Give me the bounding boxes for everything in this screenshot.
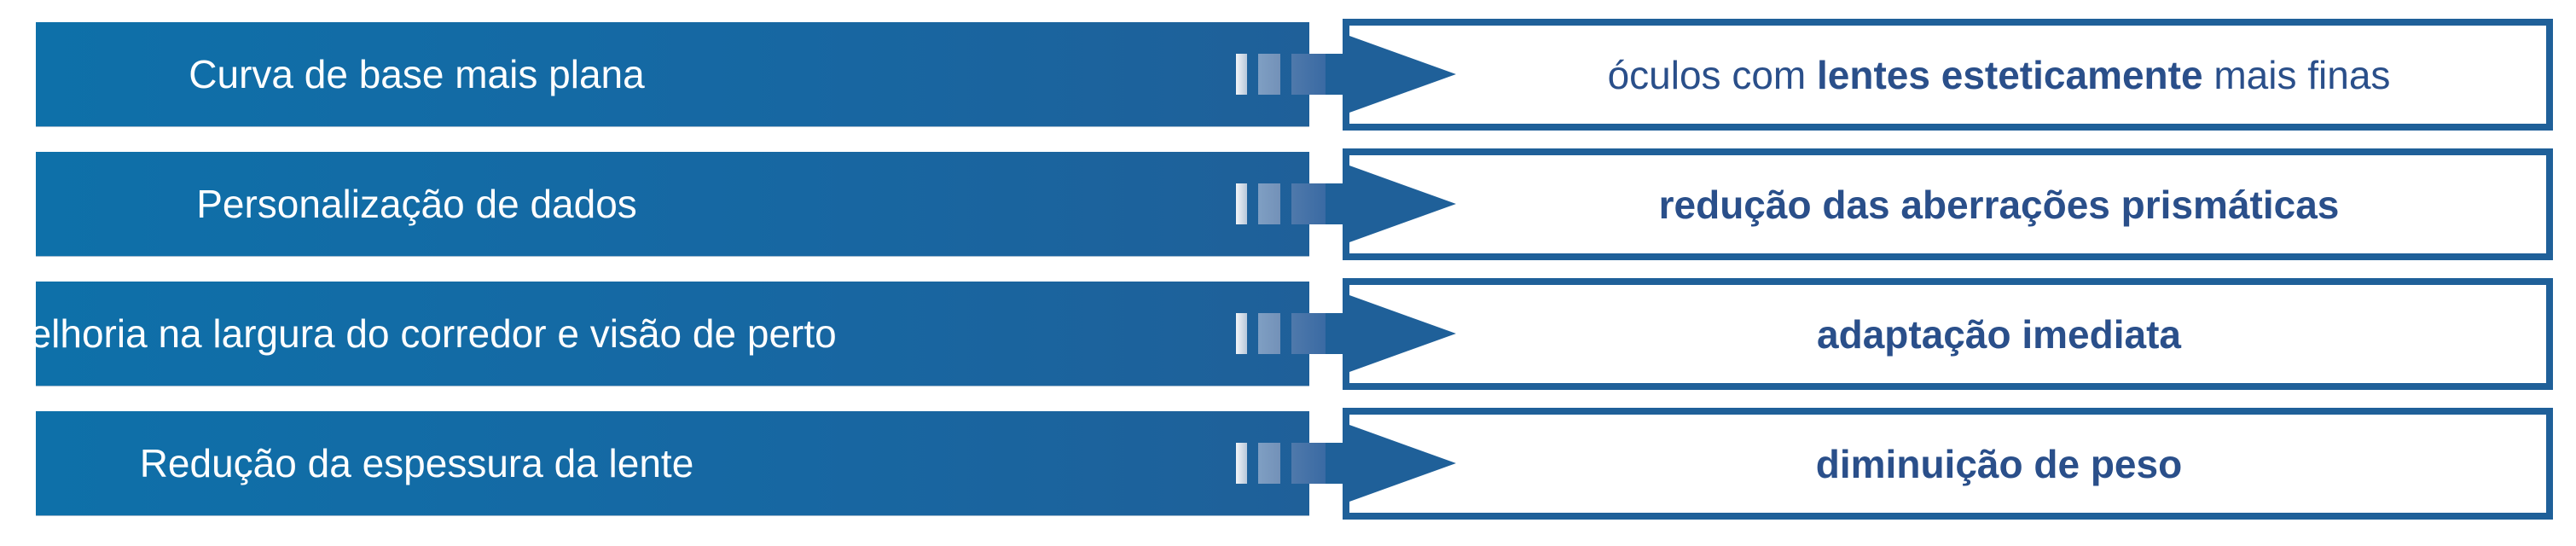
cause-effect-row: Redução da espessura da lente diminuição… [0, 408, 2576, 524]
effect-box: óculos com lentes esteticamente mais fin… [1343, 19, 2553, 131]
effect-label: redução das aberrações prismáticas [1659, 182, 2340, 228]
effect-bold-text: adaptação imediata [1817, 311, 2181, 357]
cause-effect-row: Personalização de dados redução das aber… [0, 148, 2576, 264]
arrow-dash [1258, 54, 1280, 95]
cause-box: Melhoria na largura do corredor e visão … [0, 282, 1309, 386]
arrow-head-icon [1349, 425, 1456, 502]
cause-label: Curva de base mais plana [189, 52, 645, 96]
arrow-dash [1258, 443, 1280, 484]
cause-label: Redução da espessura da lente [139, 441, 694, 485]
arrow-dash [1258, 313, 1280, 354]
effect-label: óculos com lentes esteticamente mais fin… [1608, 52, 2391, 98]
arrow-head-icon [1349, 166, 1456, 242]
arrow-dash [1236, 183, 1247, 224]
arrow-dash [1291, 54, 1326, 95]
arrow-dash [1291, 183, 1326, 224]
effect-box: diminuição de peso [1343, 408, 2553, 520]
effect-box: redução das aberrações prismáticas [1343, 148, 2553, 260]
arrow-dash [1258, 183, 1280, 224]
cause-effect-row: Melhoria na largura do corredor e visão … [0, 278, 2576, 394]
effect-bold-text: diminuição de peso [1815, 441, 2183, 486]
cause-label: Personalização de dados [196, 182, 637, 226]
effect-text: óculos com [1607, 52, 1818, 97]
effect-box: adaptação imediata [1343, 278, 2553, 390]
cause-box: Curva de base mais plana [36, 22, 1309, 126]
arrow-dash [1291, 313, 1326, 354]
effect-bold-text: redução das aberrações prismáticas [1658, 182, 2340, 227]
cause-box: Personalização de dados [36, 152, 1309, 256]
arrow-dash [1236, 313, 1247, 354]
arrow-dash [1291, 443, 1326, 484]
effect-text-suffix: mais finas [2202, 52, 2391, 97]
effect-label: adaptação imediata [1817, 311, 2181, 357]
arrow-head-icon [1349, 36, 1456, 113]
arrow-head-icon [1349, 295, 1456, 372]
cause-effect-row: Curva de base mais plana óculos com lent… [0, 19, 2576, 135]
cause-box: Redução da espessura da lente [36, 411, 1309, 515]
cause-label: Melhoria na largura do corredor e visão … [0, 311, 837, 356]
effect-label: diminuição de peso [1816, 441, 2182, 487]
arrow-dash [1236, 54, 1247, 95]
arrow-dash [1236, 443, 1247, 484]
effect-bold-text: lentes esteticamente [1817, 52, 2203, 97]
